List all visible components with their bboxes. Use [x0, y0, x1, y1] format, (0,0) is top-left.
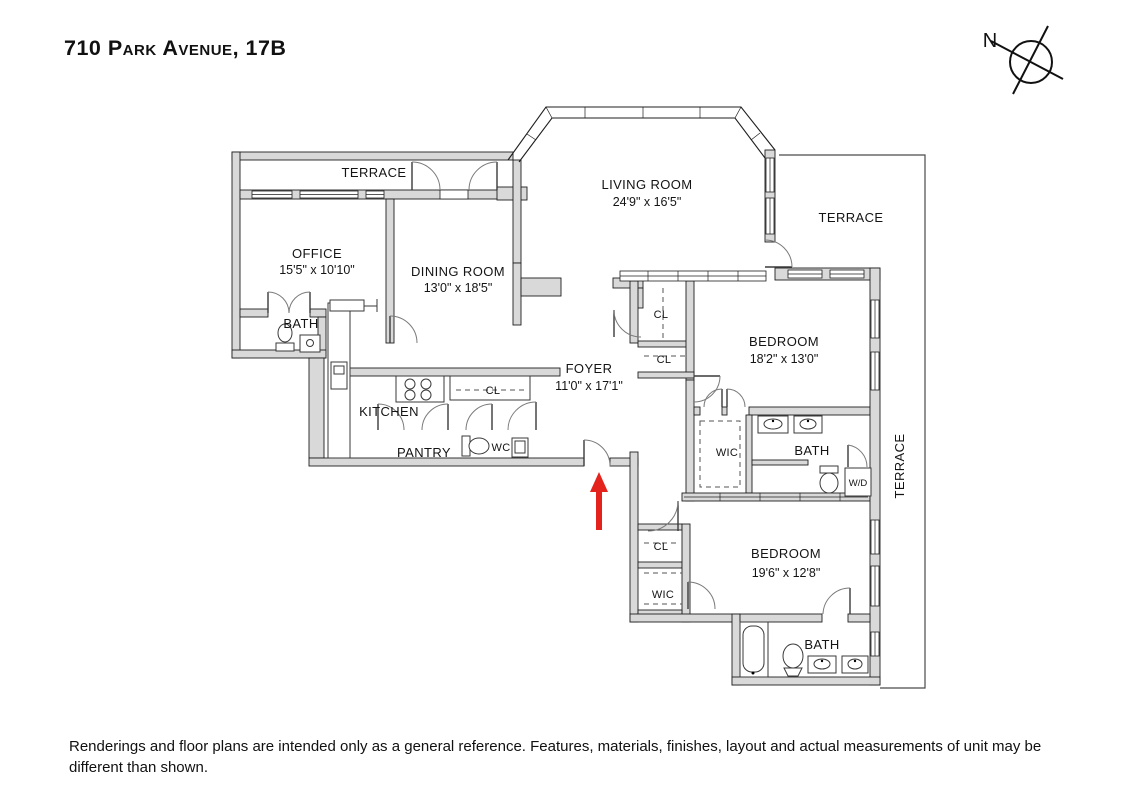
bathtub-icon: [739, 621, 769, 678]
label-living-room: LIVING ROOM: [601, 177, 692, 192]
stove-icon: [395, 375, 445, 403]
label-dining-room: DINING ROOM: [411, 264, 505, 279]
label-bath-1: BATH: [794, 443, 829, 458]
dims-foyer: 11'0" x 17'1": [555, 379, 623, 393]
label-kitchen-closet: CL: [486, 385, 501, 397]
label-foyer: FOYER: [566, 361, 613, 376]
label-terrace-right: TERRACE: [819, 210, 884, 225]
sink-icon: [299, 334, 321, 353]
dims-living-room: 24'9" x 16'5": [613, 195, 682, 209]
label-hall-closet-1: CL: [654, 309, 669, 321]
doors-layer: [267, 161, 868, 615]
bath2-sinks-icon: [807, 655, 869, 674]
label-hall-closet-2: CL: [657, 354, 672, 366]
compass-north-label: N: [983, 30, 997, 52]
label-bath-2: BATH: [804, 637, 839, 652]
label-wic-1: WIC: [716, 447, 738, 459]
kitchen-counter: [327, 299, 378, 459]
disclaimer-text: Renderings and floor plans are intended …: [69, 738, 1042, 776]
windows-layer: [251, 157, 880, 657]
label-bedroom-2-closet: CL: [654, 541, 669, 553]
bath2-toilet-icon: [782, 643, 804, 677]
label-office: OFFICE: [292, 246, 342, 261]
wc-toilet-icon: [461, 435, 490, 457]
label-bedroom-2: BEDROOM: [751, 546, 821, 561]
closets-layer: [449, 288, 741, 605]
compass-icon: N: [983, 25, 1064, 95]
label-kitchen: KITCHEN: [359, 404, 419, 419]
label-wc: WC: [492, 442, 511, 454]
page-title: 710 Park Avenue, 17B: [64, 36, 287, 60]
label-pantry: PANTRY: [397, 445, 451, 460]
terrace-boundary: [779, 154, 926, 689]
toilet-icon: [275, 323, 295, 352]
dims-dining-room: 13'0" x 18'5": [424, 281, 493, 295]
label-wic-2: WIC: [652, 589, 674, 601]
bath1-toilet-icon: [819, 465, 839, 494]
label-office-bath: BATH: [283, 316, 318, 331]
washer-dryer-box: [844, 467, 872, 497]
label-terrace-top: TERRACE: [342, 165, 407, 180]
label-terrace-side: TERRACE: [892, 434, 907, 499]
wc-sink-icon: [511, 437, 529, 458]
entry-arrow: [590, 472, 608, 530]
label-bedroom-1: BEDROOM: [749, 334, 819, 349]
label-washer-dryer: W/D: [849, 478, 868, 489]
labels-layer: TERRACE LIVING ROOM 24'9" x 16'5" TERRAC…: [279, 165, 907, 652]
dims-bedroom-1: 18'2" x 13'0": [750, 352, 819, 366]
bay-window: [507, 106, 776, 163]
dims-office: 15'5" x 10'10": [279, 263, 355, 277]
fixtures-layer: [275, 299, 872, 678]
dims-bedroom-2: 19'6" x 12'8": [752, 566, 821, 580]
bath1-sinks-icon: [757, 415, 823, 434]
